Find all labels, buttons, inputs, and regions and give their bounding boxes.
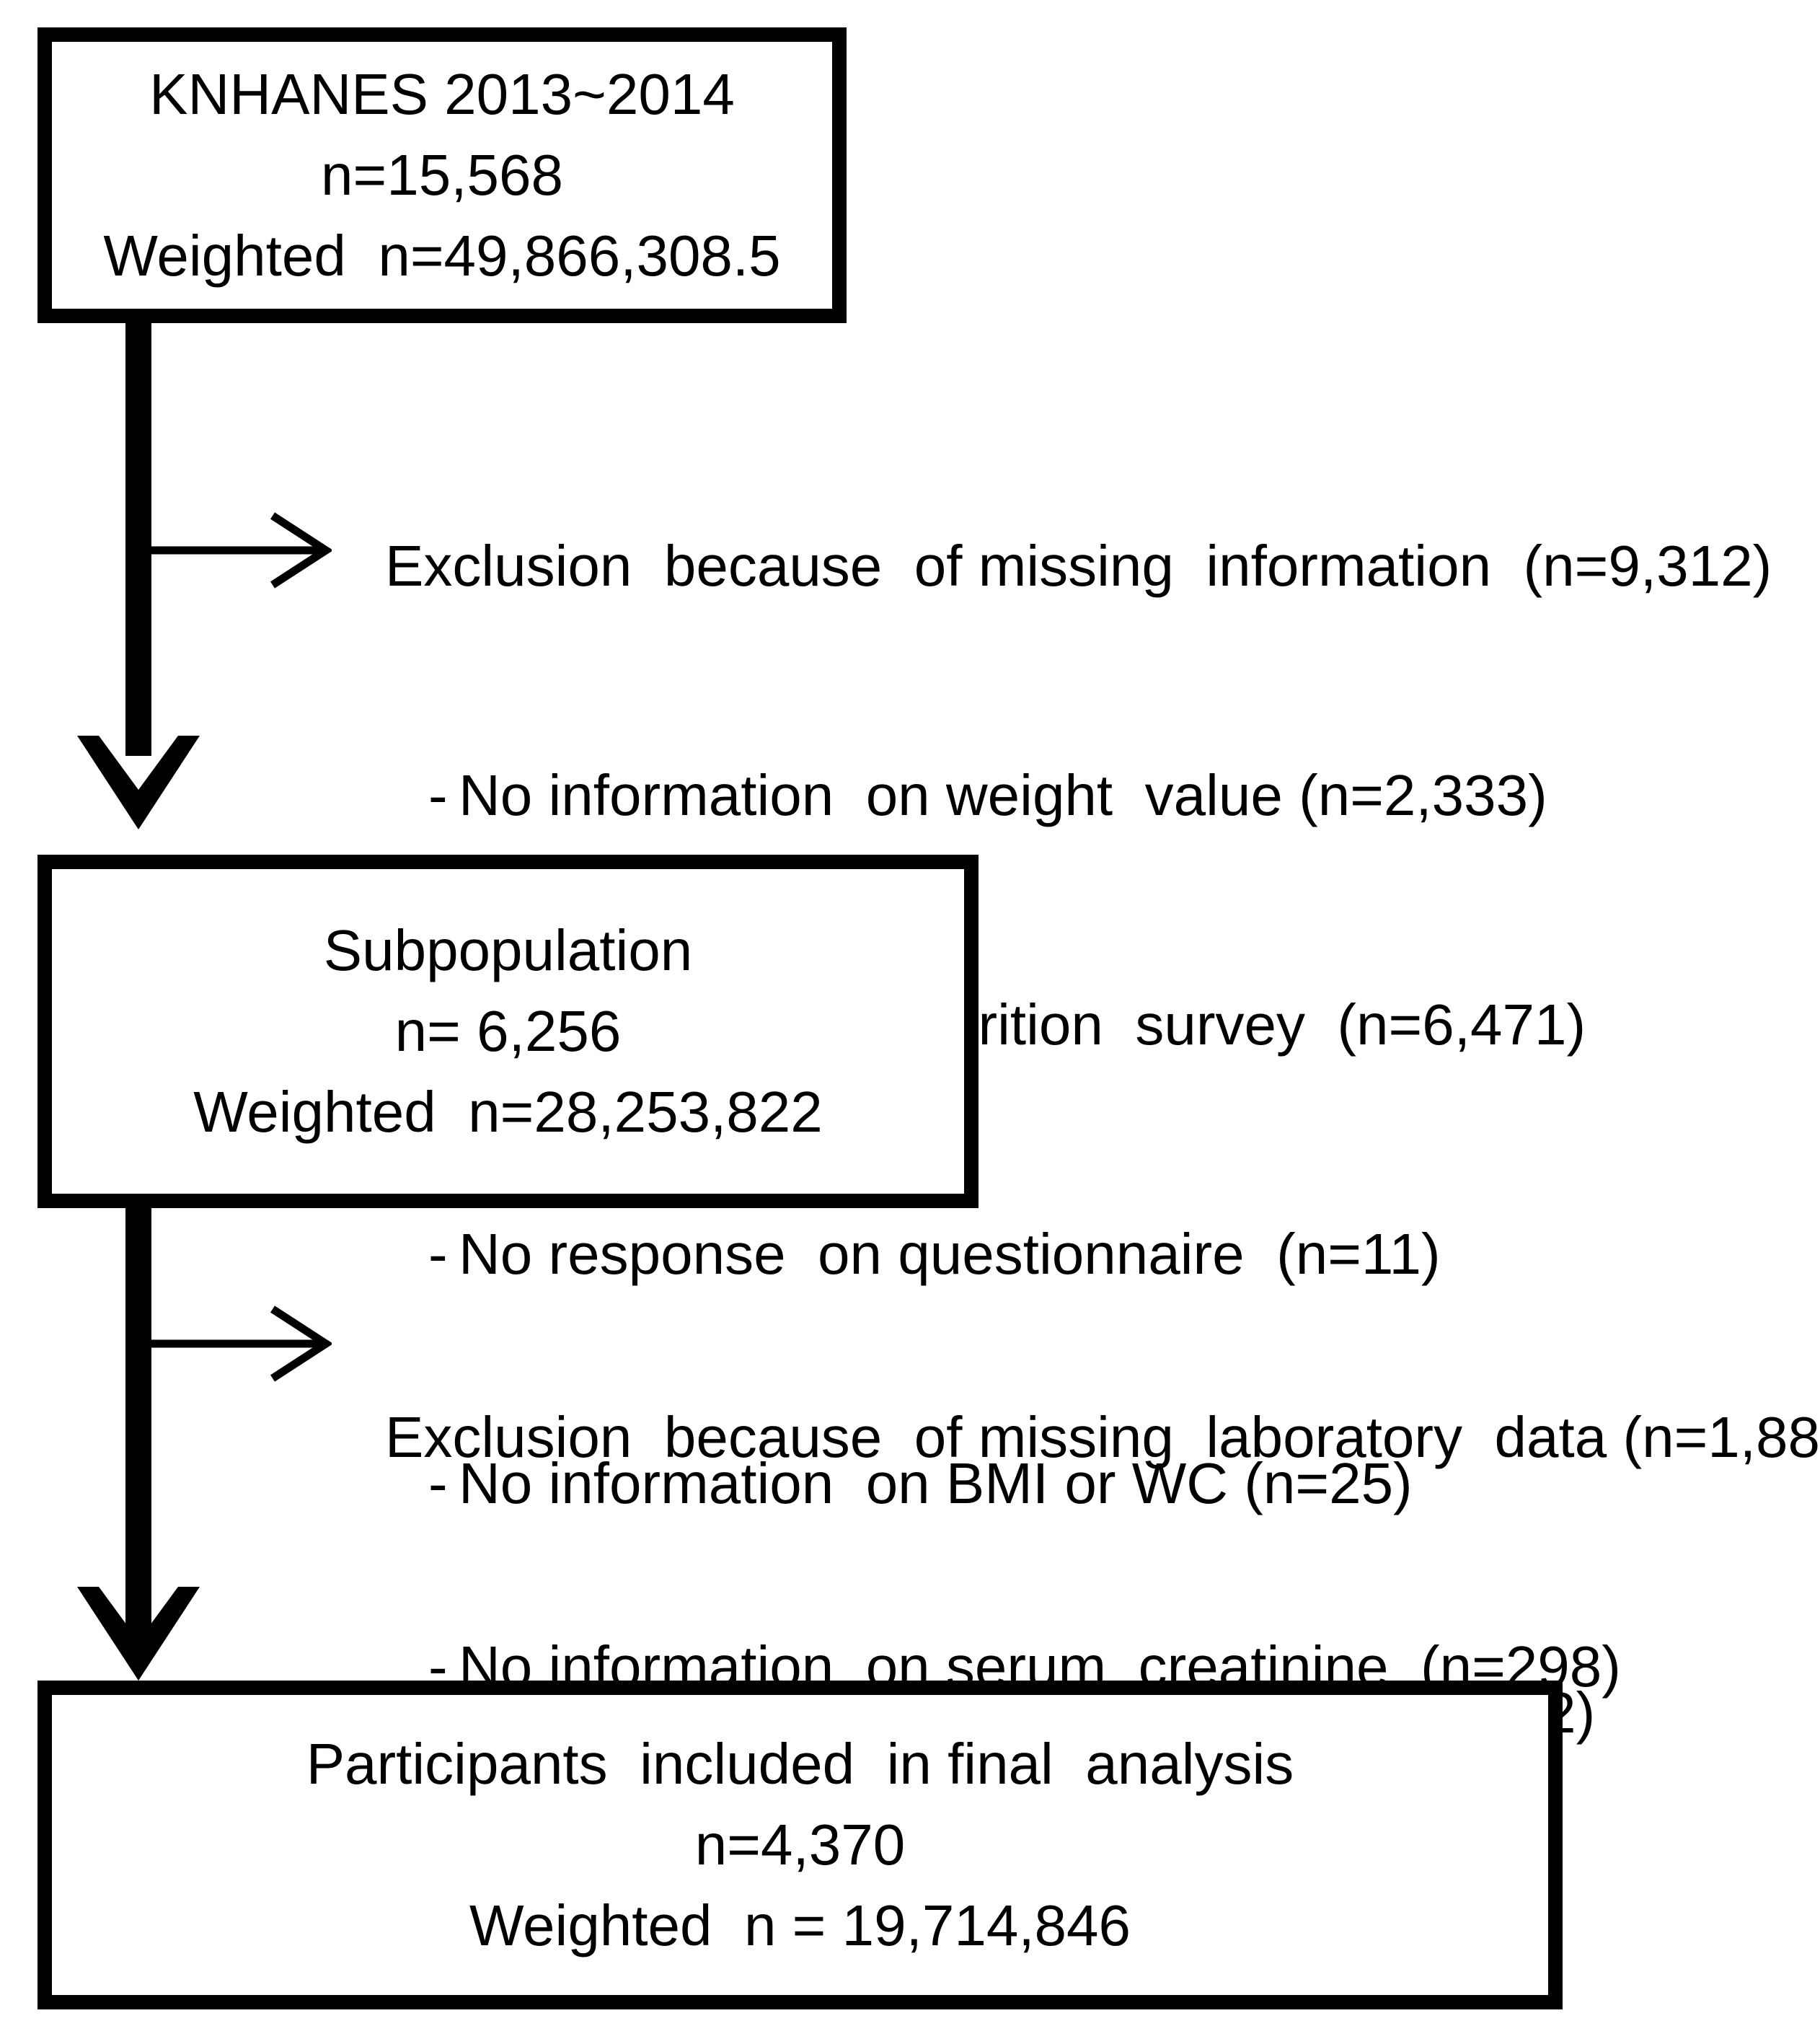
right-branch-arrow-icon-2 [144,1305,332,1382]
flow-connector-stem-1 [125,323,151,756]
exclusion-1-header: Exclusion because of missing information… [385,534,1772,598]
final-line-n: n=4,370 [694,1813,906,1877]
exclusion-1-item-bmi-wc: -No information on BMI or WC (n=25) [385,1445,1772,1522]
exclusion-1-item-questionnaire: -No response on questionnaire (n=11) [385,1216,1772,1292]
final-line-title: Participants included in final analysis [306,1732,1294,1796]
baseline-line-weighted-n: Weighted n=49,866,308.5 [103,224,781,288]
bullet-dash: - [428,1222,448,1286]
exclusion-1-item-weight-value: -No information on weight value (n=2,333… [385,757,1772,834]
flow-connector-stem-2 [125,1208,151,1641]
flow-box-subpopulation: Subpopulation n= 6,256 Weighted n=28,253… [37,855,979,1208]
exclusion-2-item-serum-creatinine: -No information on serum creatinine (n=2… [385,1629,1820,1705]
baseline-line-title: KNHANES 2013~2014 [149,62,735,126]
down-arrowhead-icon-2 [77,1587,200,1681]
baseline-line-n: n=15,568 [321,143,563,207]
subpopulation-line-title: Subpopulation [323,918,693,982]
exclusion-2-header: Exclusion because of missing laboratory … [385,1405,1820,1469]
subpopulation-line-weighted-n: Weighted n=28,253,822 [193,1080,823,1144]
bullet-dash: - [428,763,448,827]
final-line-weighted-n: Weighted n = 19,714,846 [469,1893,1131,1957]
exclusion-1-item-3-text: No information on BMI or WC (n=25) [459,1451,1413,1515]
subpopulation-line-n: n= 6,256 [394,999,622,1063]
exclusion-2-item-0-text: No information on serum creatinine (n=29… [459,1634,1621,1699]
exclusion-1-item-2-text: No response on questionnaire (n=11) [459,1222,1441,1286]
down-arrowhead-icon-1 [77,736,200,829]
bullet-dash: - [428,1451,448,1515]
exclusion-1-item-0-text: No information on weight value (n=2,333) [459,763,1547,827]
right-branch-arrow-icon-1 [144,512,332,589]
flow-box-final-analysis: Participants included in final analysis … [37,1681,1563,2009]
flow-box-baseline-cohort: KNHANES 2013~2014 n=15,568 Weighted n=49… [37,27,847,323]
